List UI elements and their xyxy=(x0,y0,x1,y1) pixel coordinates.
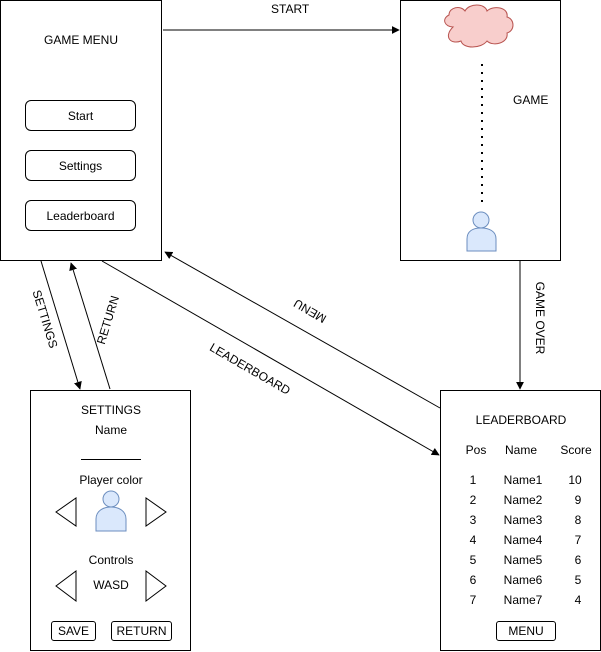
row-1-score: 10 xyxy=(568,473,582,487)
row-5-pos: 5 xyxy=(469,553,477,567)
row-1-name: Name1 xyxy=(503,473,543,487)
row-4-name: Name4 xyxy=(503,533,543,547)
row-7-pos: 7 xyxy=(469,593,477,607)
column-header-pos: Pos xyxy=(465,443,487,457)
row-3-name: Name3 xyxy=(503,513,543,527)
save-button[interactable]: SAVE xyxy=(51,621,96,641)
player-icon xyxy=(466,211,497,252)
row-7-score: 4 xyxy=(574,593,582,607)
leaderboard-title: LEADERBOARD xyxy=(475,413,567,427)
return-arrow xyxy=(69,262,111,390)
row-6-score: 5 xyxy=(574,573,582,587)
column-header-score: Score xyxy=(560,443,592,457)
controls-next-arrow-icon xyxy=(145,570,167,602)
controls-prev-arrow-icon xyxy=(55,570,77,602)
controls-label: Controls xyxy=(88,553,134,567)
row-2-name: Name2 xyxy=(503,493,543,507)
row-6-pos: 6 xyxy=(469,573,477,587)
row-4-score: 7 xyxy=(574,533,582,547)
row-6-name: Name6 xyxy=(503,573,543,587)
game-screen-title: GAME xyxy=(513,93,549,107)
row-5-score: 6 xyxy=(574,553,582,567)
game-menu-title: GAME MENU xyxy=(43,33,119,47)
row-1-pos: 1 xyxy=(469,473,477,487)
settings-screen: SETTINGS Name Player color Controls WASD… xyxy=(30,390,191,651)
game-scene xyxy=(444,4,514,252)
player-color-preview-icon xyxy=(95,490,127,532)
leaderboard-button[interactable]: Leaderboard xyxy=(25,200,136,231)
color-prev-arrow-icon xyxy=(55,497,77,527)
return-button[interactable]: RETURN xyxy=(111,621,172,641)
name-input[interactable] xyxy=(81,445,141,460)
row-2-score: 9 xyxy=(574,493,582,507)
game-over-transition-label: GAME OVER xyxy=(533,281,547,355)
game-menu-screen: GAME MENU Start Settings Leaderboard xyxy=(0,0,162,261)
row-5-name: Name5 xyxy=(503,553,543,567)
color-next-arrow-icon xyxy=(145,497,167,527)
start-transition-label: START xyxy=(271,2,310,16)
row-3-pos: 3 xyxy=(469,513,477,527)
column-header-name: Name xyxy=(504,443,538,457)
settings-title: SETTINGS xyxy=(80,403,142,417)
menu-arrow xyxy=(164,251,441,409)
row-4-pos: 4 xyxy=(469,533,477,547)
row-2-pos: 2 xyxy=(469,493,477,507)
row-7-name: Name7 xyxy=(503,593,543,607)
leaderboard-arrow xyxy=(101,260,440,456)
settings-arrow xyxy=(40,260,82,390)
settings-button[interactable]: Settings xyxy=(25,150,136,181)
leaderboard-screen: LEADERBOARD Pos Name Score 1 Name1 10 2 … xyxy=(440,390,601,651)
player-color-label: Player color xyxy=(79,473,143,487)
name-label: Name xyxy=(94,423,128,437)
start-button[interactable]: Start xyxy=(25,100,136,131)
game-screen: GAME xyxy=(400,0,561,261)
menu-button[interactable]: MENU xyxy=(496,621,556,641)
controls-value: WASD xyxy=(93,578,129,592)
row-3-score: 8 xyxy=(574,513,582,527)
cloud-icon xyxy=(444,4,514,48)
